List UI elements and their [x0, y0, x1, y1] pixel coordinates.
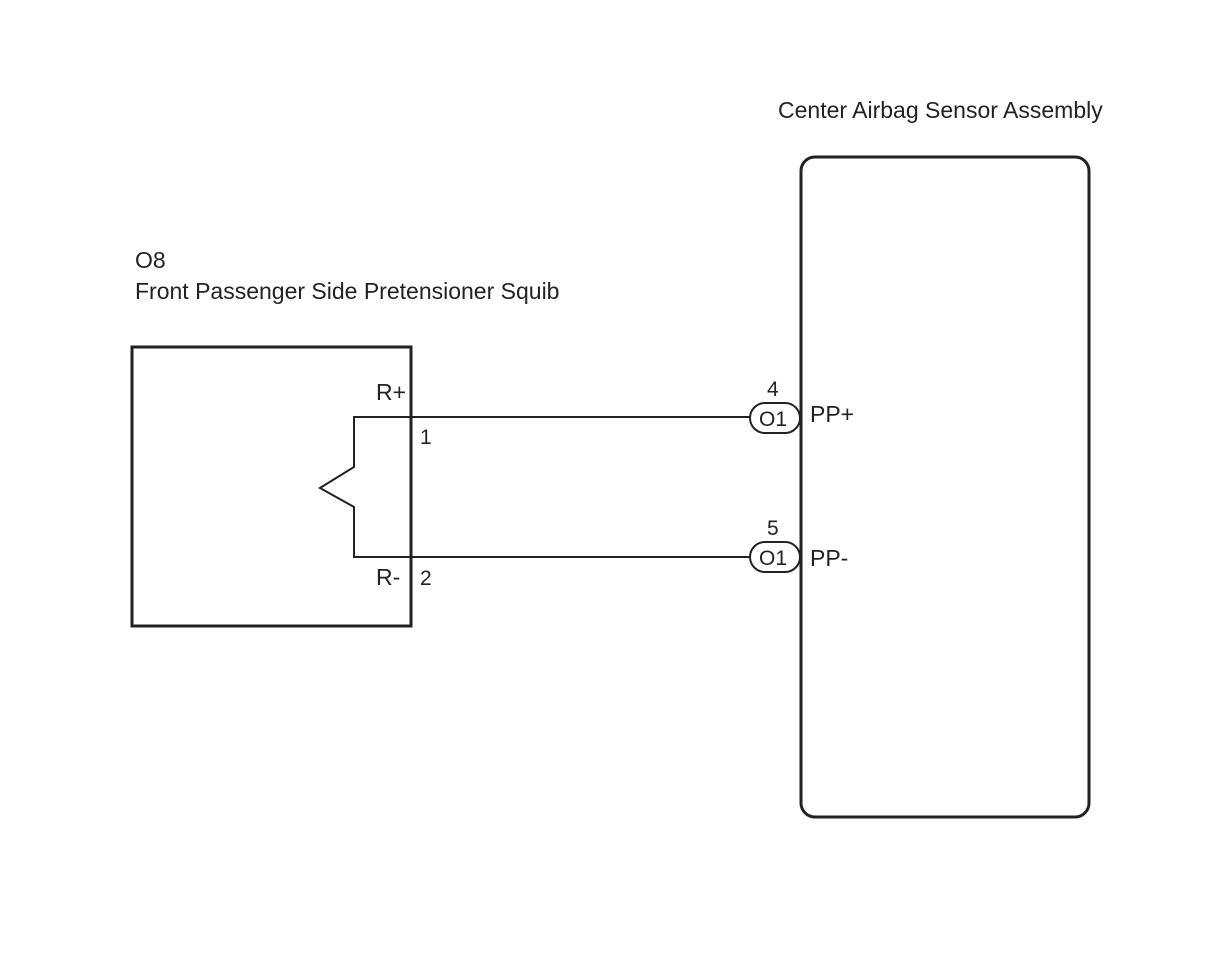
connector-o1-bottom-label: O1 [759, 547, 787, 570]
squib-element-symbol [318, 416, 411, 558]
connector-o1-bottom [749, 541, 801, 573]
pin-5-number: 5 [767, 517, 779, 540]
terminal-r-plus-label: R+ [376, 379, 406, 405]
connector-o1-top-label: O1 [759, 408, 787, 431]
ecu-box [799, 155, 1091, 819]
squib-box [130, 345, 413, 628]
ecu-title: Center Airbag Sensor Assembly [778, 97, 1103, 123]
squib-title: Front Passenger Side Pretensioner Squib [135, 278, 559, 304]
pin-pp-minus-label: PP- [810, 545, 848, 571]
terminal-1-number: 1 [420, 426, 432, 449]
terminal-2-number: 2 [420, 567, 432, 590]
pin-pp-plus-label: PP+ [810, 401, 854, 427]
squib-code: O8 [135, 247, 166, 273]
pin-4-number: 4 [767, 378, 779, 401]
connector-o1-top [749, 402, 801, 434]
terminal-r-minus-label: R- [376, 564, 400, 590]
